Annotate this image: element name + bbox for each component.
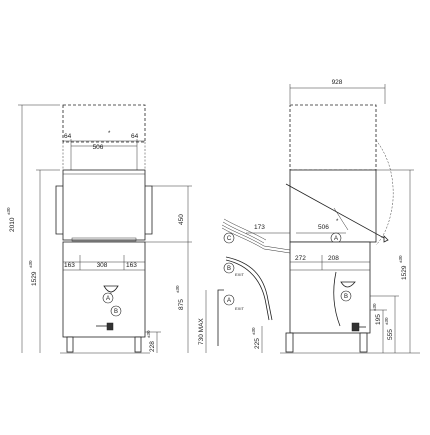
connection-a-exit-marker [223,294,235,306]
connection-c-marker [223,232,235,244]
side-connection-a-label: A [334,236,338,242]
connection-b-exit-marker [223,262,235,274]
connection-a-marker [102,292,114,304]
rack-slot [71,237,137,242]
side-star-mark: * [336,219,339,225]
dim-side-208: 208 [328,255,339,262]
dim-max-730: 730 MAX [198,318,205,345]
dim-225: 225 [254,338,261,349]
dim-hood-inner-width: 506 [93,144,104,151]
dim-base-center: 308 [97,262,108,269]
dim-side-272: 272 [295,255,306,262]
dim-side-open-height: 1529 [401,265,408,280]
dim-work-height-tol: ±30 [175,285,180,293]
dim-top-width: 928 [332,79,343,86]
hood-raised-outline [62,104,146,143]
dim-total-height: 2010 [9,217,16,232]
dim-555: 555 [387,329,394,340]
connection-b-marker [110,305,122,317]
dim-total-height-tol: ±30 [6,207,11,215]
dim-side-173: 173 [254,224,265,231]
leg-side-right [359,332,368,353]
side-machine-base [289,241,371,334]
dim-hood-side-right: 64 [131,133,139,140]
drain-hose-a [217,289,224,346]
dim-side-506: 506 [318,224,329,231]
dim-base-right: 163 [126,262,137,269]
hose-c-2 [221,227,291,254]
side-hood-lowered [289,169,377,243]
dim-leg-height-tol: ±30 [146,330,151,338]
dim-open-height-tol: ±30 [28,260,33,268]
hose-c-1 [221,224,291,251]
connection-a-exit-label: A [227,298,231,304]
dim-side-open-height-tol: ±30 [398,255,403,263]
side-hood-raised [289,104,377,171]
dim-base-left: 163 [64,262,75,269]
connection-b-label: B [114,309,118,315]
dim-work-height: 875 [178,299,185,310]
side-handle-arm [333,207,349,231]
side-drain-bowl [340,281,356,288]
side-handle-tip [383,235,389,243]
hose-connections: C B EXIT A EXIT 730 MAX 225 ±30 [198,218,291,353]
dim-555-tol: ±30 [384,317,389,325]
side-connection-b-label: B [344,294,348,300]
dim-hood-travel: 450 [178,214,185,225]
hood-handle-right [145,185,153,235]
dim-195: 195 [375,314,382,325]
hood-lowered [62,169,146,241]
side-access-curve [333,271,341,327]
side-view: 928 173 506 * A 272 208 B [246,79,420,354]
dim-leg-height: 228 [149,341,156,352]
dim-hood-side-left: 64 [64,133,72,140]
dim-195-tol: ±30 [372,303,377,311]
hose-c-4 [223,218,267,241]
hose-b-1 [225,256,273,321]
star-mark: * [108,131,111,137]
door-swing-arc [375,139,394,246]
hose-c-3 [222,221,265,244]
dim-225-tol: ±30 [251,327,256,335]
front-view: 64 64 506 * 163 308 163 A B [6,104,192,354]
hose-b-2 [225,259,270,321]
valve-block [106,322,114,331]
leg-front-right [134,336,142,353]
connection-a-label: A [106,296,110,302]
side-connection-b-marker [340,290,352,302]
connection-b-exit-text: EXIT [235,272,244,277]
side-valve-block [351,322,360,332]
connection-b-exit-label: B [227,266,231,272]
connection-a-exit-text: EXIT [235,306,244,311]
leg-front-left [66,336,74,353]
side-handle-bar [285,183,385,239]
dim-open-height: 1529 [31,271,38,286]
machine-base [62,241,146,338]
hood-handle-left [55,185,63,235]
connection-c-label: C [227,236,232,242]
drain-bowl [103,285,119,293]
leg-side-left [285,332,294,353]
